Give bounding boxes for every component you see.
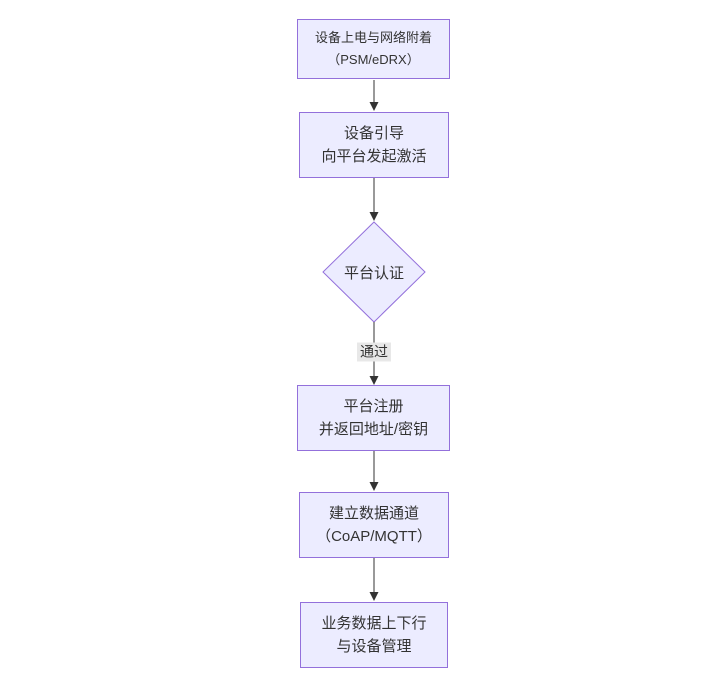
node-device-power-attach: 设备上电与网络附着 （PSM/eDRX） <box>297 19 450 79</box>
node-business-data: 业务数据上下行 与设备管理 <box>300 602 448 668</box>
arrowhead-icon <box>369 482 379 491</box>
node-data-channel: 建立数据通道 （CoAP/MQTT） <box>299 492 449 558</box>
node-label-line: 并返回地址/密钥 <box>318 421 429 438</box>
node-platform-auth: 平台认证 <box>323 222 425 322</box>
node-label-line: 建立数据通道 <box>328 505 419 522</box>
node-label-line: 平台注册 <box>343 398 404 415</box>
node-label-line: 平台认证 <box>343 264 404 282</box>
node-label-line: 业务数据上下行 <box>321 615 427 632</box>
edge-power-to-bootstrap <box>369 80 379 111</box>
node-label-line: 设备引导 <box>343 125 404 142</box>
node-platform-register: 平台注册 并返回地址/密钥 <box>297 385 450 451</box>
edge-bootstrap-to-auth <box>369 178 379 221</box>
edge-label-pass: 通过 <box>357 342 391 362</box>
node-label-line: 向平台发起激活 <box>321 148 427 165</box>
arrowhead-icon <box>369 376 379 385</box>
arrowhead-icon <box>369 592 379 601</box>
node-device-bootstrap: 设备引导 向平台发起激活 <box>299 112 449 178</box>
arrowhead-icon <box>369 102 379 111</box>
arrowhead-icon <box>369 212 379 221</box>
node-label-line: （PSM/eDRX） <box>327 52 420 67</box>
node-label-line: 设备上电与网络附着 <box>314 30 432 45</box>
node-label-line: （CoAP/MQTT） <box>316 528 432 545</box>
node-label-line: 与设备管理 <box>336 638 412 655</box>
edge-channel-to-business <box>369 558 379 601</box>
edge-register-to-channel <box>369 451 379 491</box>
